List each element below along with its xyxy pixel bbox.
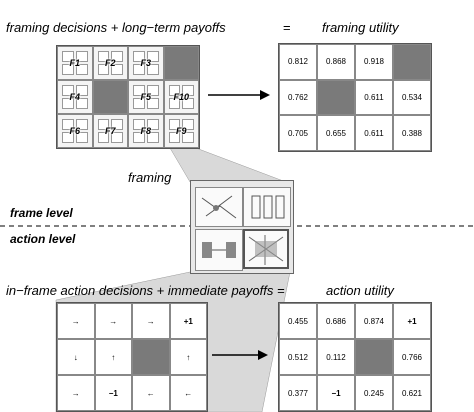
frame-thumbnail-icon	[62, 51, 88, 75]
frame-thumbnail-icon	[133, 51, 159, 75]
blocked-cell	[317, 79, 355, 116]
frame-cell-label: F8	[140, 126, 151, 136]
blocked-cell	[163, 46, 199, 80]
utility-cell: 0.918	[355, 44, 393, 80]
frame-cell: F3	[128, 46, 164, 80]
action-arrow-cell: →	[94, 303, 132, 339]
utility-cell: 0.766	[393, 339, 431, 375]
arrow-top-head	[260, 90, 270, 100]
frame-cell-label: F6	[69, 126, 80, 136]
action-arrow-cell: →	[57, 375, 95, 411]
action-arrow-cell: ↑	[94, 339, 132, 375]
frame-cell: F9	[163, 114, 199, 148]
framing-thumbnail	[190, 180, 294, 274]
utility-cell: 0.512	[279, 339, 317, 375]
frame-cell-label: F9	[175, 126, 187, 136]
utility-cell: 0.611	[355, 79, 393, 116]
projection-wedge-top	[169, 147, 287, 183]
frame-cell: F1	[57, 46, 93, 80]
action-grid: →→→+1↓↑↑→−1←←	[56, 302, 208, 412]
utility-cell: 0.621	[393, 375, 431, 411]
frame-cell-label: F10	[173, 92, 189, 102]
frame-thumbnail-icon	[62, 85, 88, 109]
frame-cell-label: F5	[140, 92, 151, 102]
utility-cell: 0.874	[355, 303, 393, 339]
blocked-cell	[355, 339, 393, 375]
utility-cell: 0.112	[317, 339, 355, 375]
action-utility-title: action utility	[326, 283, 394, 298]
reward-cell: +1	[169, 303, 207, 339]
frame-thumbnail-icon	[133, 85, 159, 109]
utility-cell: 0.611	[355, 115, 393, 151]
framing-label: framing	[128, 170, 172, 185]
frame-cell: F8	[128, 114, 164, 148]
utility-cell: −1	[317, 375, 355, 411]
framing-utility-title: framing utility	[322, 20, 399, 35]
blocked-cell	[393, 44, 431, 80]
utility-cell: 0.762	[279, 79, 317, 116]
frame-cell: F7	[92, 114, 128, 148]
frame-cell: F6	[57, 114, 93, 148]
frame-cell: F4	[57, 80, 93, 114]
thumb-panel-2	[243, 187, 291, 227]
action-arrow-cell: ↓	[57, 339, 95, 375]
frame-thumbnail-icon	[168, 85, 194, 109]
frame-cell-label: F4	[69, 92, 80, 102]
frame-level-label: frame level	[10, 206, 73, 220]
utility-cell: +1	[393, 303, 431, 339]
action-arrow-cell: ←	[132, 375, 170, 411]
action-level-label: action level	[10, 232, 76, 246]
frame-thumbnail-icon	[62, 119, 88, 143]
thumb-panel-3	[195, 229, 243, 271]
utility-cell: 0.686	[317, 303, 355, 339]
blocked-cell	[132, 339, 170, 375]
frame-cell: F5	[128, 80, 164, 114]
thumb-panel-3-sketch	[202, 242, 236, 258]
action-arrow-cell: ↑	[169, 339, 207, 375]
top-title: framing decisions + long−term payoffs	[6, 20, 226, 35]
utility-cell: 0.245	[355, 375, 393, 411]
utility-cell: 0.655	[317, 115, 355, 151]
utility-cell: 0.868	[317, 44, 355, 80]
thumb-panel-1	[195, 187, 243, 227]
utility-cell: 0.388	[393, 115, 431, 151]
utility-cell: 0.455	[279, 303, 317, 339]
reward-cell: −1	[94, 375, 132, 411]
frame-cell-label: F3	[140, 58, 151, 68]
frame-cell: F10	[163, 80, 199, 114]
frame-thumbnail-icon	[168, 119, 194, 143]
thumb-panel-2-sketch	[251, 195, 285, 219]
thumb-panel-1-sketch	[201, 195, 237, 219]
frame-cell-label: F7	[104, 126, 116, 136]
utility-cell: 0.534	[393, 79, 431, 116]
blocked-cell	[92, 80, 128, 114]
frame-thumbnail-icon	[133, 119, 159, 143]
frame-cell-label: F1	[69, 58, 80, 68]
action-arrow-cell: →	[132, 303, 170, 339]
frame-cell: F2	[92, 46, 128, 80]
frame-thumbnail-icon	[97, 119, 123, 143]
action-arrow-cell: →	[57, 303, 95, 339]
bottom-title: in−frame action decisions + immediate pa…	[6, 283, 285, 298]
thumb-panel-4-sketch	[248, 235, 284, 265]
thumb-panel-4	[243, 229, 289, 269]
utility-cell: 0.377	[279, 375, 317, 411]
utility-cell: 0.812	[279, 44, 317, 80]
action-arrow-cell: ←	[169, 375, 207, 411]
utility-cell: 0.705	[279, 115, 317, 151]
frame-cell-label: F2	[104, 58, 116, 68]
equals-sign-top: =	[283, 20, 291, 35]
arrow-bottom-head	[258, 350, 268, 360]
frame-thumbnail-icon	[97, 51, 123, 75]
